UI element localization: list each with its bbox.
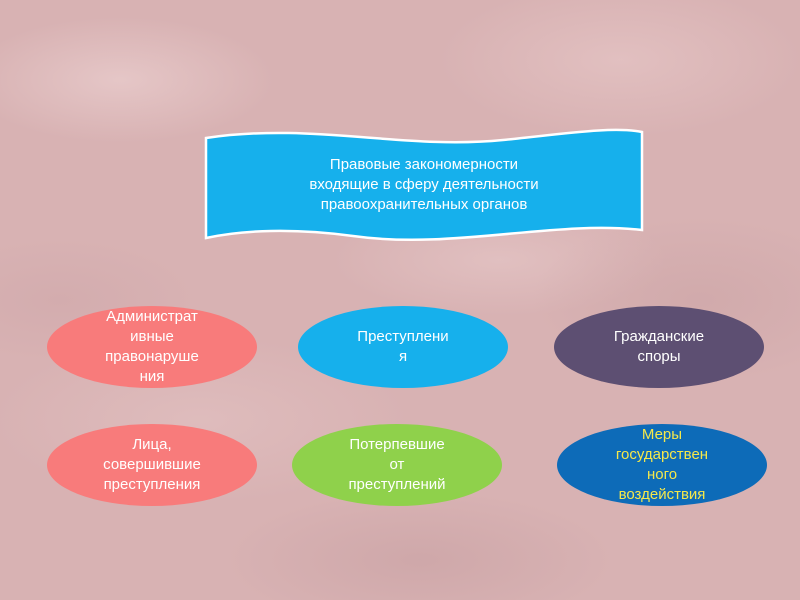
banner-line-2: входящие в сферу деятельности: [309, 176, 539, 193]
node-line: Потерпевшие: [349, 436, 445, 453]
node-line: Администрат: [106, 308, 198, 325]
wave-banner-shape: [204, 128, 644, 241]
node-line: споры: [637, 348, 681, 365]
node-line: Лица,: [132, 436, 172, 453]
node-line: Меры: [641, 426, 683, 443]
node-line: Гражданские: [613, 328, 705, 345]
node-state-measures: Меры государствен ного воздействия: [557, 424, 767, 506]
node-victims: Потерпевшие от преступлений: [292, 424, 502, 506]
banner-text: Правовые закономерности входящие в сферу…: [223, 146, 625, 224]
node-offenders: Лица, совершившие преступления: [47, 424, 257, 506]
node-administrative-offenses: Администрат ивные правонаруше ния: [47, 306, 257, 388]
title-banner: Правовые закономерности входящие в сферу…: [203, 126, 645, 244]
node-line: ния: [139, 368, 165, 385]
banner-line-1: Правовые закономерности: [329, 156, 519, 173]
node-line: преступления: [103, 476, 201, 493]
node-line: воздействия: [618, 486, 706, 503]
node-line: совершившие: [103, 456, 201, 473]
node-crimes: Преступлени я: [298, 306, 508, 388]
node-civil-disputes: Гражданские споры: [554, 306, 764, 388]
node-line: ивные: [130, 328, 174, 345]
node-line: ного: [646, 466, 678, 483]
node-line: государствен: [615, 446, 709, 463]
node-line: правонаруше: [105, 348, 199, 365]
node-line: Преступлени: [357, 328, 449, 345]
node-line: я: [398, 348, 408, 365]
banner-line-3: правоохранительных органов: [320, 196, 528, 213]
node-line: от: [389, 456, 405, 473]
node-line: преступлений: [348, 476, 446, 493]
